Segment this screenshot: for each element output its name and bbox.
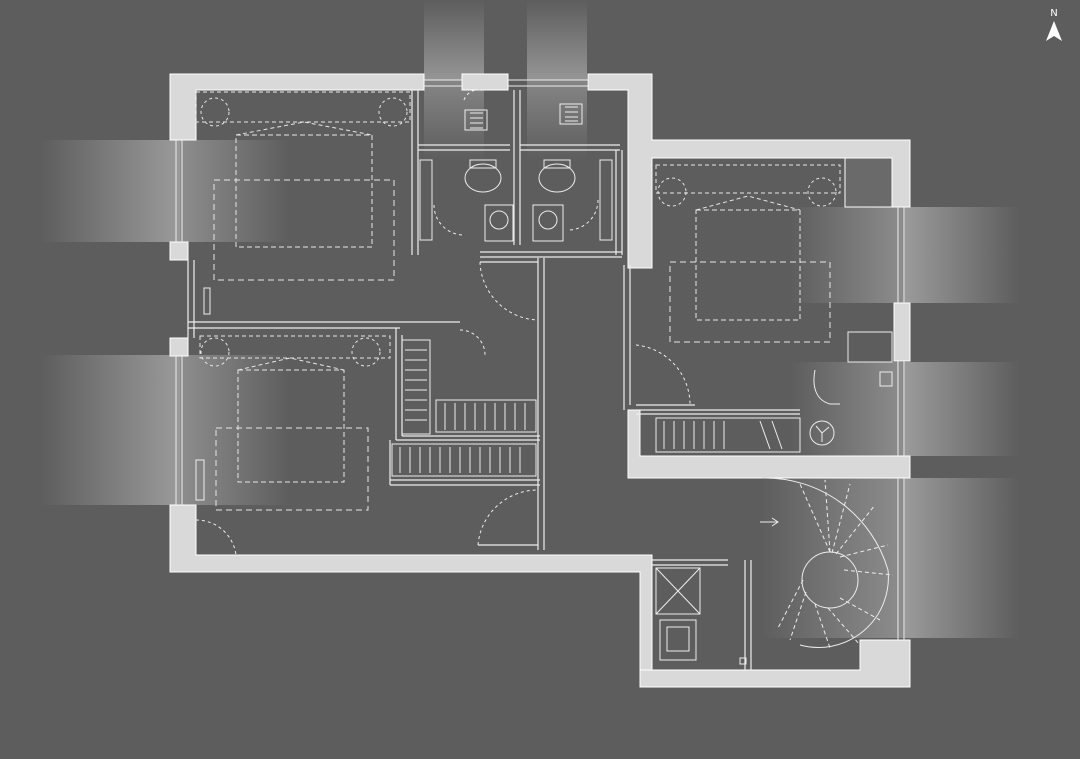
fan-icon <box>809 420 835 446</box>
wall-pier-east-1 <box>893 302 911 362</box>
shower-drain-2 <box>559 103 583 125</box>
light-beam-west-upper-inner <box>180 140 290 242</box>
light-beam-east-1-inner <box>790 207 905 303</box>
north-compass: N <box>1040 8 1068 52</box>
wall-south-east <box>639 639 911 688</box>
north-label: N <box>1050 8 1058 19</box>
sink-2 <box>532 204 564 242</box>
bed-lower-left <box>199 335 391 511</box>
wall-pier-west-2 <box>169 337 189 357</box>
exterior-walls <box>169 73 911 688</box>
window-frames <box>175 79 905 640</box>
window-light-beams <box>40 0 1020 638</box>
light-beam-north-1-inner <box>424 80 484 160</box>
wall-south-west <box>169 504 653 688</box>
toilet-1 <box>464 163 502 193</box>
light-beam-east-3 <box>905 478 1020 638</box>
light-beam-north-2 <box>527 0 587 80</box>
wall-corner-shaft <box>844 157 893 208</box>
bed-upper-left <box>195 91 411 281</box>
wardrobes <box>195 287 801 501</box>
door-leaves <box>478 261 695 546</box>
light-beam-north-1 <box>424 0 484 80</box>
sink-1 <box>484 204 514 242</box>
light-beam-east-2 <box>905 362 1020 456</box>
shower-drain-1 <box>464 109 488 131</box>
toilet-2 <box>538 163 576 193</box>
wall-pier-west-1 <box>169 241 189 261</box>
wall-north-west <box>169 73 425 141</box>
door-swings <box>195 261 691 556</box>
light-beam-east-3-inner <box>760 478 905 638</box>
light-beam-east-2-inner <box>790 362 905 456</box>
interior-partitions <box>187 90 800 670</box>
wall-north-mid <box>461 73 509 91</box>
bathrooms <box>419 89 613 242</box>
north-arrow-icon <box>1046 21 1062 41</box>
light-beam-west-lower <box>40 355 180 505</box>
bed-right <box>655 164 841 343</box>
light-beam-west-upper <box>40 140 180 242</box>
spiral-staircase <box>760 477 894 649</box>
utility-room <box>655 567 747 665</box>
light-beam-west-lower-inner <box>180 355 290 505</box>
desk-area <box>809 331 893 446</box>
light-beam-north-2-inner <box>527 80 587 160</box>
light-beam-east-1 <box>905 207 1020 303</box>
